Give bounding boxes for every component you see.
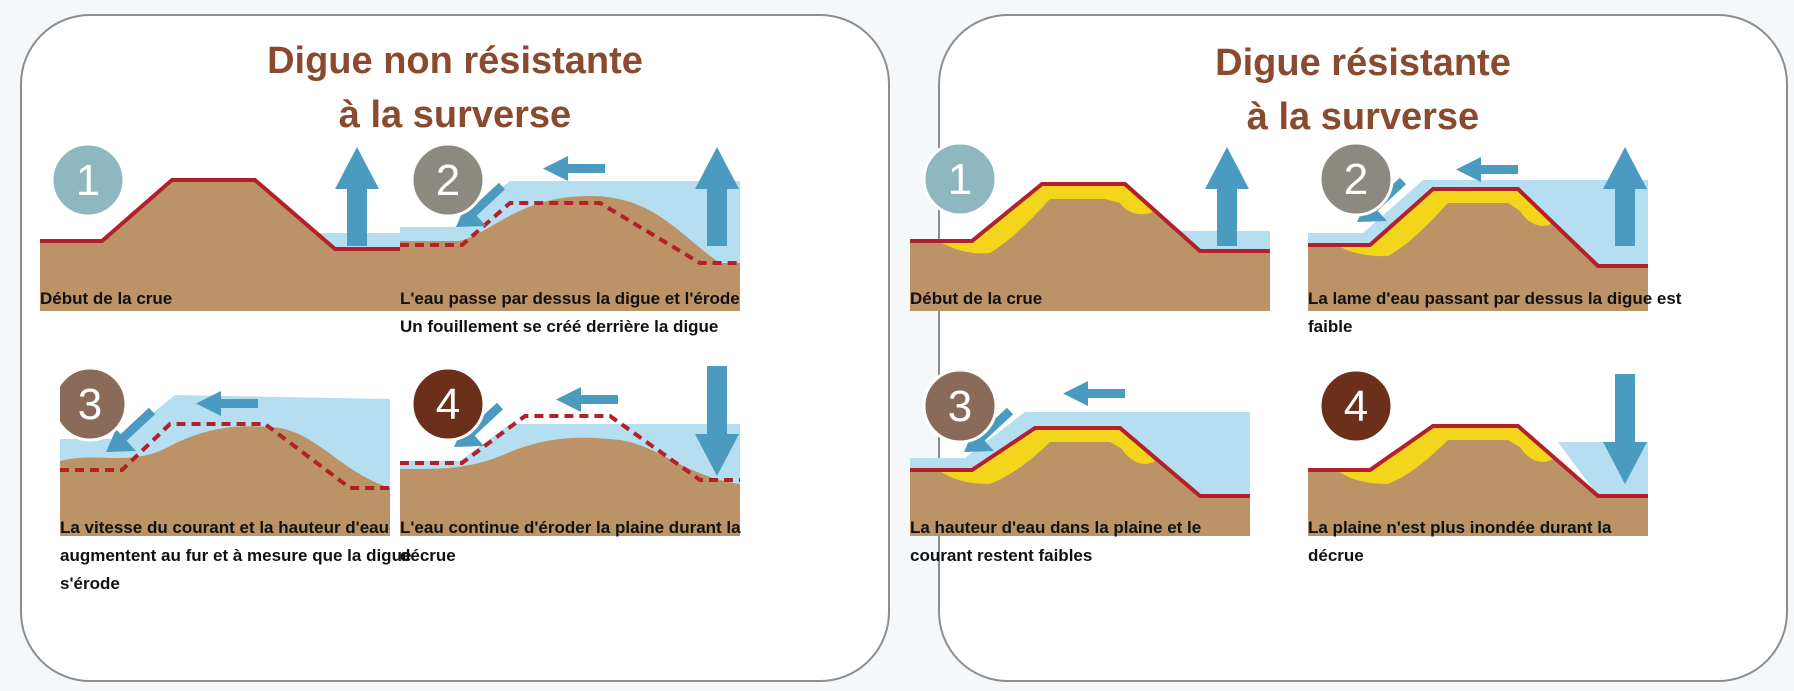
- panel-resistant: Digue résistante à la surverse 1 Début d…: [910, 14, 1788, 682]
- step-number-circle: [1318, 141, 1394, 217]
- falling-water-arrow: [1603, 374, 1647, 484]
- step-4-res: 4 La plaine n'est plus inondée durant la…: [1308, 366, 1728, 666]
- step-2-illustration: 2: [1308, 141, 1648, 311]
- step-caption: Début de la crue: [910, 289, 1043, 308]
- step-1-nonres: 1 Début de la crue: [40, 141, 460, 441]
- falling-water-arrow: [695, 366, 739, 476]
- flow-direction-arrow: [543, 156, 605, 181]
- step-number: 2: [1344, 155, 1368, 204]
- step-caption: La plaine n'est plus inondée durant la d…: [1308, 518, 1612, 565]
- step-2-nonres: 2 L'eau passe par dessus la digue et l'é…: [400, 141, 820, 441]
- step-number: 4: [436, 380, 460, 429]
- step-caption: L'eau continue d'éroder la plaine durant…: [400, 518, 741, 565]
- rising-water-arrow: [1603, 147, 1647, 246]
- step-number: 1: [948, 155, 972, 204]
- step-3-illustration: 3: [910, 368, 1250, 536]
- step-caption: L'eau passe par dessus la digue et l'éro…: [400, 289, 740, 336]
- step-number: 2: [436, 156, 460, 205]
- rising-water-arrow: [335, 147, 379, 246]
- step-1-res: 1 Début de la crue: [910, 141, 1330, 441]
- step-3-nonres: 3 La vitesse du courant et la hauteur d'…: [60, 366, 480, 666]
- panel-non-resistant: Digue non résistante à la surverse 1 Déb…: [20, 14, 890, 682]
- title-line-2: à la surverse: [1246, 96, 1480, 138]
- step-1-illustration: 1: [910, 141, 1270, 311]
- step-number-circle: [50, 142, 126, 218]
- step-number: 4: [1344, 382, 1368, 431]
- step-caption: La hauteur d'eau dans la plaine et le co…: [910, 518, 1202, 565]
- step-number-circle: [922, 141, 998, 217]
- flow-direction-arrow: [196, 391, 258, 416]
- step-number: 3: [78, 380, 102, 429]
- step-number-circle: [1318, 368, 1394, 444]
- panel-title: Digue non résistante à la surverse: [22, 34, 888, 142]
- step-2-res: 2 La lame d'eau passant par dessus la di…: [1308, 141, 1728, 441]
- title-line-1: Digue non résistante: [267, 40, 643, 82]
- title-line-1: Digue résistante: [1215, 42, 1511, 84]
- step-number-circle: [410, 366, 486, 442]
- step-number-circle: [60, 366, 128, 442]
- step-2-illustration: 2: [400, 142, 740, 311]
- step-1-illustration: 1: [40, 142, 400, 311]
- rising-water-arrow: [695, 147, 739, 246]
- step-caption: Début de la crue: [40, 289, 173, 308]
- flow-direction-arrow: [1063, 381, 1125, 406]
- rising-water-arrow: [1205, 147, 1249, 246]
- step-number-circle: [922, 368, 998, 444]
- step-number: 3: [948, 382, 972, 431]
- panel-title: Digue résistante à la surverse: [940, 36, 1786, 144]
- step-caption: La lame d'eau passant par dessus la digu…: [1308, 289, 1682, 336]
- step-number-circle: [410, 142, 486, 218]
- step-4-illustration: 4: [1308, 368, 1648, 536]
- overflow-arrow: [106, 407, 156, 452]
- flow-direction-arrow: [556, 387, 618, 412]
- step-4-illustration: 4: [400, 366, 740, 536]
- flow-direction-arrow: [1456, 157, 1518, 182]
- title-line-2: à la surverse: [338, 94, 572, 136]
- step-3-illustration: 3: [60, 366, 390, 536]
- step-4-nonres: 4 L'eau continue d'éroder la plaine dura…: [400, 366, 820, 666]
- step-number: 1: [76, 156, 100, 205]
- step-3-res: 3 La hauteur d'eau dans la plaine et le …: [910, 366, 1330, 666]
- step-caption: La vitesse du courant et la hauteur d'ea…: [60, 518, 412, 593]
